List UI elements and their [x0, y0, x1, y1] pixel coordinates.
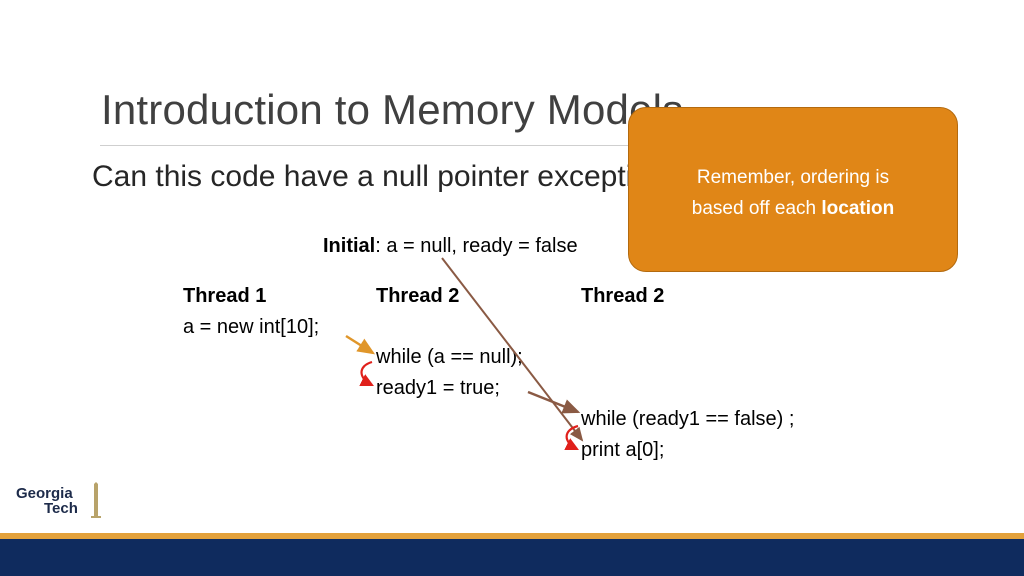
callout-box: Remember, ordering is based off each loc…: [628, 107, 958, 272]
logo-line-1: Georgia: [16, 485, 73, 502]
title-divider: [100, 145, 930, 146]
sync-arrow-ready-write: [527, 390, 581, 414]
thread2b-line-1: while (ready1 == false) ;: [581, 408, 795, 430]
initial-label: Initial: [323, 235, 376, 257]
initial-state: Initial: a = null, ready = false: [323, 235, 578, 258]
footer-bar: [0, 539, 1024, 576]
thread1-line-1: a = new int[10];: [183, 316, 320, 338]
slide-title: Introduction to Memory Models: [101, 86, 684, 133]
callout-location-word: location: [821, 198, 895, 219]
initial-values: : a = null, ready = false: [375, 235, 578, 257]
loop-arrow-thread2b: [564, 424, 579, 450]
logo-line-2: Tech: [44, 500, 78, 517]
thread2b-line-2: print a[0];: [581, 439, 665, 461]
callout-line-2: based off each location: [629, 193, 957, 224]
footer-accent-bar: [0, 533, 1024, 539]
tech-tower-icon: [91, 482, 101, 518]
callout-line-1: Remember, ordering is: [696, 167, 890, 188]
question-text: Can this code have a null pointer except…: [92, 160, 683, 193]
thread2a-line-2: ready1 = true;: [376, 377, 500, 399]
georgia-tech-logo: Georgia Tech: [16, 486, 78, 516]
thread2a-header: Thread 2: [376, 285, 460, 307]
thread2a-line-1: while (a == null);: [376, 346, 523, 368]
thread1-header: Thread 1: [183, 285, 267, 307]
thread2b-header: Thread 2: [581, 285, 665, 307]
sync-arrow-a-write: [345, 334, 376, 355]
loop-arrow-thread2a: [359, 360, 374, 386]
callout-line-2-prefix: based off each: [691, 198, 822, 219]
